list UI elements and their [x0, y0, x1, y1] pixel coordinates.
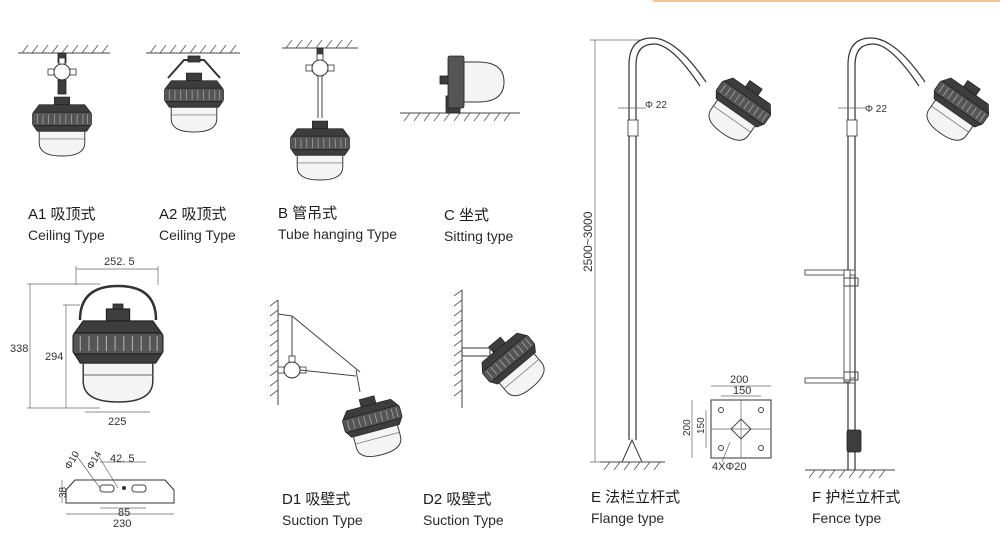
dim-base-total-width: 230: [113, 518, 131, 530]
dim-flange-inner: 150: [733, 385, 751, 397]
caption-e: E 法栏立杆式 Flange type: [591, 488, 680, 528]
caption-a2: A2 吸顶式 Ceiling Type: [159, 205, 236, 245]
figure-a2-ceiling: [146, 44, 240, 133]
caption-c: C 坐式 Sitting type: [444, 206, 513, 246]
caption-a2-cn: A2 吸顶式: [159, 206, 227, 223]
dim-base-inner-width: 85: [118, 507, 130, 519]
figure-base-plate: [61, 454, 175, 515]
caption-d1-en: Suction Type: [282, 512, 363, 528]
dim-flange-side-outer: 200: [682, 419, 693, 436]
caption-a2-en: Ceiling Type: [159, 227, 236, 243]
dim-flange-side-inner: 150: [696, 417, 707, 434]
caption-d1: D1 吸壁式 Suction Type: [282, 490, 363, 530]
dim-base-height: 38: [58, 486, 69, 498]
figure-b-tube-hanging: [282, 39, 358, 181]
caption-b: B 管吊式 Tube hanging Type: [278, 204, 397, 244]
caption-d2: D2 吸壁式 Suction Type: [423, 490, 504, 530]
dim-front-total-height: 338: [10, 343, 28, 355]
caption-f-en: Fence type: [812, 510, 882, 526]
dim-front-bottom-width: 225: [108, 416, 126, 428]
dim-flange-outer: 200: [730, 374, 748, 386]
dim-base-hole-spacing: 42. 5: [110, 453, 134, 465]
caption-c-en: Sitting type: [444, 228, 514, 244]
figure-a1-ceiling: [18, 44, 110, 157]
caption-f-cn: F 护栏立杆式: [812, 489, 901, 506]
dim-pole-dia-f: Φ 22: [865, 104, 887, 115]
caption-d2-en: Suction Type: [423, 512, 504, 528]
dim-flange-holes: 4XΦ20: [712, 461, 746, 473]
figure-e-flange-pole: [590, 37, 781, 471]
caption-b-en: Tube hanging Type: [278, 226, 398, 242]
dim-pole-height: 2500~3000: [581, 211, 595, 272]
top-accent-line: [653, 0, 1000, 2]
figure-front-dimension: [27, 266, 164, 413]
caption-e-cn: E 法栏立杆式: [591, 489, 681, 506]
caption-a1: A1 吸顶式 Ceiling Type: [28, 205, 105, 245]
dim-pole-dia-e: Φ 22: [645, 100, 667, 111]
caption-d1-cn: D1 吸壁式: [282, 491, 351, 508]
caption-f: F 护栏立杆式 Fence type: [812, 488, 900, 528]
caption-c-cn: C 坐式: [444, 207, 490, 224]
caption-e-en: Flange type: [591, 510, 665, 526]
caption-d2-cn: D2 吸壁式: [423, 491, 492, 508]
caption-a1-cn: A1 吸顶式: [28, 206, 96, 223]
caption-a1-en: Ceiling Type: [28, 227, 105, 243]
figure-c-sitting: [400, 55, 520, 122]
caption-b-cn: B 管吊式: [278, 205, 338, 222]
figure-d1-wall-suction: [269, 299, 411, 463]
figure-f-fence-pole: [804, 37, 999, 479]
dim-front-width: 252. 5: [104, 256, 135, 268]
dim-front-body-height: 294: [45, 351, 63, 363]
figure-d2-wall-suction: [453, 289, 556, 408]
